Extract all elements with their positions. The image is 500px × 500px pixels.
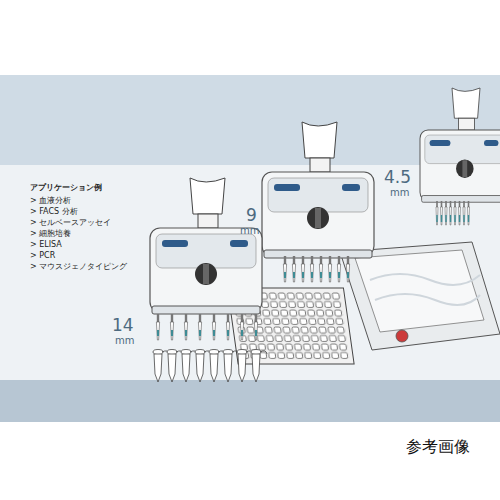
dimension-unit: mm <box>390 187 409 198</box>
application-item: > マウスジェノタイピング <box>30 263 127 272</box>
application-item: > 血液分析 <box>30 197 71 206</box>
dimension-value: 4.5 <box>384 168 411 187</box>
application-item: > ELISA <box>30 241 62 250</box>
application-item: > セルベースアッセイ <box>30 219 111 228</box>
application-item: > FACS 分析 <box>30 208 78 217</box>
dimension-unit: mm <box>240 225 259 236</box>
application-item: アプリケーション例 <box>30 184 102 193</box>
caption: 参考画像 <box>406 438 470 456</box>
application-item: > PCR <box>30 252 55 261</box>
dimension-value: 9 <box>246 206 257 225</box>
application-item: > 細胞培養 <box>30 230 71 239</box>
dimension-unit: mm <box>115 335 134 346</box>
dimension-value: 14 <box>112 316 134 335</box>
